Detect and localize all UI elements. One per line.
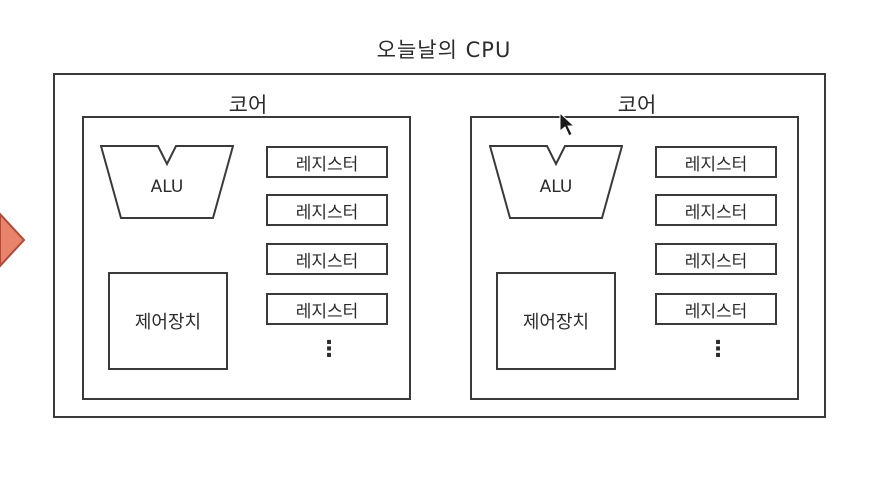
register-1-1: 레지스터: [266, 146, 388, 178]
alu-shape-2: [489, 145, 623, 219]
mouse-pointer-icon: [559, 112, 576, 137]
control-unit-2: 제어장치: [496, 272, 616, 370]
register-1-3: 레지스터: [266, 243, 388, 275]
alu-label-1: ALU: [150, 177, 184, 197]
register-1-2: 레지스터: [266, 194, 388, 226]
register-2-4: 레지스터: [655, 293, 777, 325]
core-label-1: 코어: [228, 93, 268, 117]
core-box-2: [470, 116, 799, 400]
alu-label-2: ALU: [539, 177, 573, 197]
core-box-1: [82, 116, 411, 400]
register-2-2: 레지스터: [655, 194, 777, 226]
left-arrow-shape: [0, 212, 26, 268]
register-ellipsis-2: ⋮: [707, 337, 729, 362]
diagram-title: 오늘날의 CPU: [376, 38, 512, 62]
cpu-box: [53, 73, 826, 418]
alu-shape-1: [100, 145, 234, 219]
register-ellipsis-1: ⋮: [318, 337, 340, 362]
register-1-4: 레지스터: [266, 293, 388, 325]
core-label-2: 코어: [617, 93, 657, 117]
register-2-1: 레지스터: [655, 146, 777, 178]
control-unit-1: 제어장치: [108, 272, 228, 370]
register-2-3: 레지스터: [655, 243, 777, 275]
